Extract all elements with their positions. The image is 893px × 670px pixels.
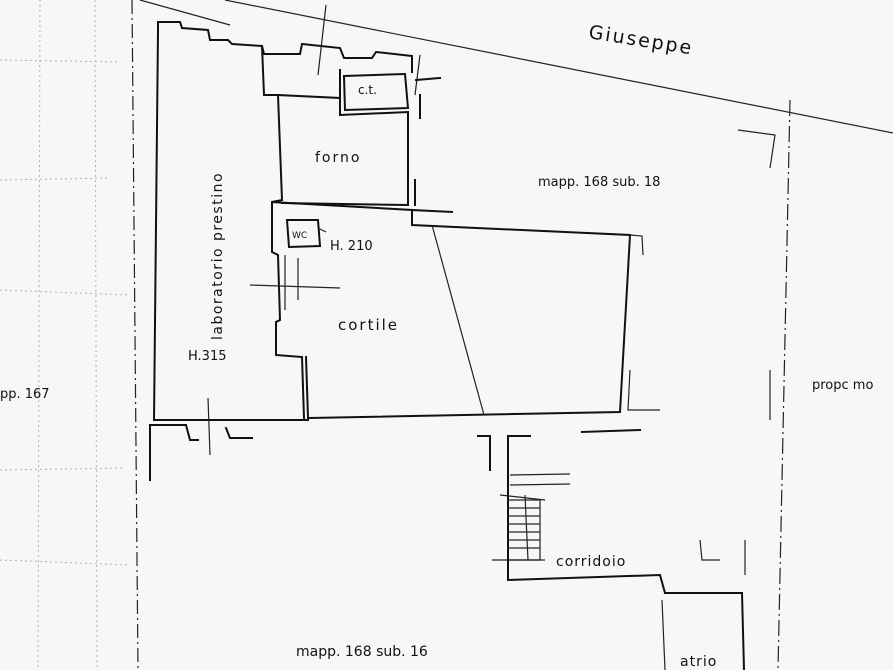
ct-label: c.t. [358,83,377,97]
sub16-label: mapp. 168 sub. 16 [296,644,428,660]
sub18-label: mapp. 168 sub. 18 [538,175,660,190]
scan-noise [0,0,131,670]
atrio-label: atrio [680,654,717,670]
wc-walls [285,219,327,249]
laboratorio-height-label: H.315 [188,349,227,364]
laboratorio-label: laboratorio prestino [210,172,226,340]
wc-label: WC [292,231,307,241]
sub16-walls [149,397,746,670]
street-name-label: Giuseppe [587,21,695,59]
parcel-boundaries [131,0,893,670]
wc-height-label: H. 210 [330,239,373,254]
staircase [499,494,546,561]
cortile-label: cortile [338,316,399,334]
laboratorio-walls [152,28,310,421]
propc-label: propc mo [812,378,873,393]
corridoio-label: corridoio [556,554,626,570]
forno-walls [276,69,409,207]
sub18-walls [410,76,776,420]
cortile-walls [249,200,660,420]
ct-walls [342,72,410,112]
mapp167-label: pp. 167 [0,387,50,402]
forno-label: forno [315,150,361,166]
